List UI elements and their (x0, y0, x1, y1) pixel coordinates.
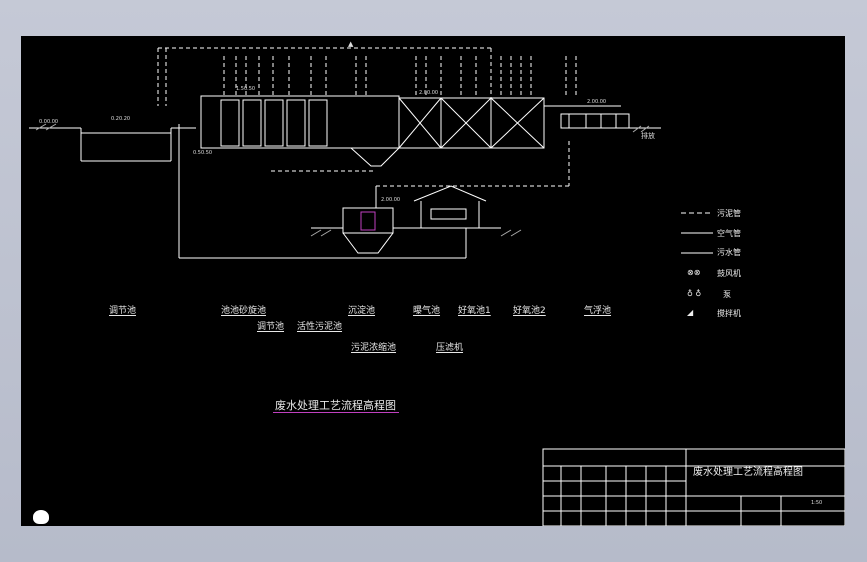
top-flow-marker: ▲ (348, 40, 354, 48)
air-pipe-verticals (157, 47, 577, 206)
legend-label: 空气管 (717, 229, 741, 238)
unit-label: 沉淀池 (348, 306, 376, 316)
legend-label: 泵 (723, 290, 731, 299)
drawing-title: 废水处理工艺流程高程图 (275, 399, 396, 412)
legend-label: 污水管 (717, 248, 741, 257)
unit-label: 调节池 (109, 306, 137, 316)
elevation-label: 2.00.00 (587, 99, 607, 105)
cad-drawing-canvas: ▲ 0.00.00 0.20.20 1.50.50 2.00.00 2.00.0… (21, 36, 845, 526)
elevation-label: 2.00.00 (381, 197, 401, 203)
mixer-symbol-icon: ◢ (687, 308, 694, 317)
filter-press-house (375, 185, 487, 228)
unit-label: 气浮池 (584, 306, 612, 316)
elevation-label: 1.50.50 (236, 86, 256, 92)
discharge-label: 排放 (641, 132, 655, 140)
title-underline (273, 412, 399, 413)
unit-label: 调节池 (257, 322, 285, 332)
unit-label: 池池砂旋池 (221, 306, 267, 316)
pump-symbol-icon: ♁ ♁ (687, 289, 702, 298)
elevation-label: 0.00.00 (39, 119, 59, 125)
unit-label: 好氧池1 (458, 306, 491, 316)
ground-hatch (35, 123, 650, 237)
title-block-scale: 1:50 (811, 500, 823, 506)
unit-label: 曝气池 (413, 306, 441, 316)
process-flow-diagram (29, 47, 845, 526)
sludge-thickener (311, 207, 501, 258)
title-block-title: 废水处理工艺流程高程图 (693, 467, 803, 478)
elevation-label: 2.00.00 (419, 90, 439, 96)
elevation-label: 0.20.20 (111, 116, 131, 122)
title-block-frame (542, 448, 845, 526)
legend-label: 搅拌机 (717, 309, 741, 318)
unit-label: 压滤机 (436, 343, 464, 353)
unit-label: 好氧池2 (513, 306, 546, 316)
unit-label: 污泥浓缩池 (351, 343, 397, 353)
equalization-tank (29, 124, 466, 259)
legend-label: 污泥管 (717, 209, 741, 218)
flotation-tank (544, 105, 661, 129)
legend-label: 鼓风机 (717, 269, 741, 278)
ucs-corner-icon (33, 510, 49, 524)
elevation-label: 0.50.50 (193, 150, 213, 156)
unit-label: 活性污泥池 (297, 322, 343, 332)
aeration-tank-block (200, 95, 545, 167)
blower-symbol-icon: ⊗⊗ (687, 268, 701, 277)
